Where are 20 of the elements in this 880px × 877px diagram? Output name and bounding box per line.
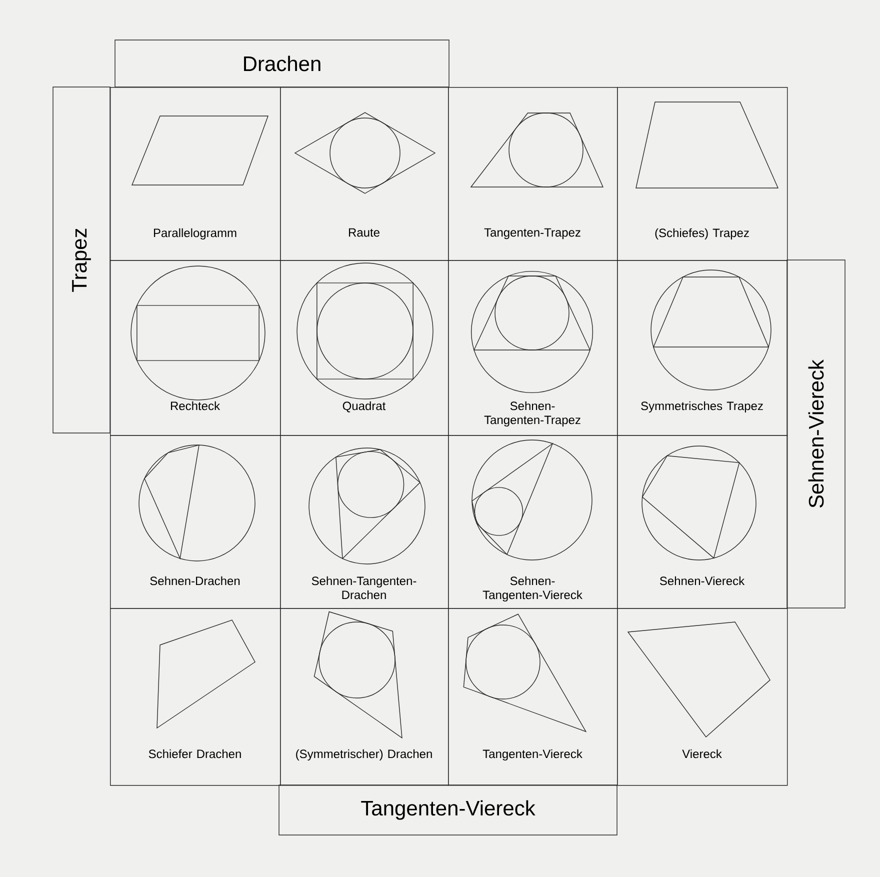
figure-cell: Schiefer Drachen (110, 608, 281, 786)
figure-cell: Sehnen-Tangenten-Trapez (448, 260, 618, 436)
figure-cell: Rechteck (110, 260, 281, 436)
figure-cell: Parallelogramm (110, 87, 281, 261)
figure-cell: Sehnen-Viereck (617, 435, 788, 609)
figure-cell: Viereck (617, 608, 788, 786)
figure-cell: (Symmetrischer) Drachen (280, 608, 449, 786)
category-band: Trapez (52, 86, 110, 434)
figure-cell: Sehnen-Drachen (110, 435, 281, 609)
category-band: Sehnen-Viereck (786, 260, 846, 608)
figure-cell: Sehnen-Tangenten-Drachen (280, 435, 449, 609)
category-band: Drachen (114, 40, 450, 88)
figure-cell: (Schiefes) Trapez (617, 87, 788, 261)
figure-cell: Quadrat (280, 260, 449, 436)
figure-cell: Tangenten-Trapez (448, 87, 618, 261)
figure-cell: Symmetrisches Trapez (617, 260, 788, 436)
figure-cell: Raute (280, 87, 449, 261)
figure-cell: Sehnen-Tangenten-Viereck (448, 435, 618, 609)
category-band: Tangenten-Viereck (278, 784, 618, 836)
figure-cell: Tangenten-Viereck (448, 608, 618, 786)
